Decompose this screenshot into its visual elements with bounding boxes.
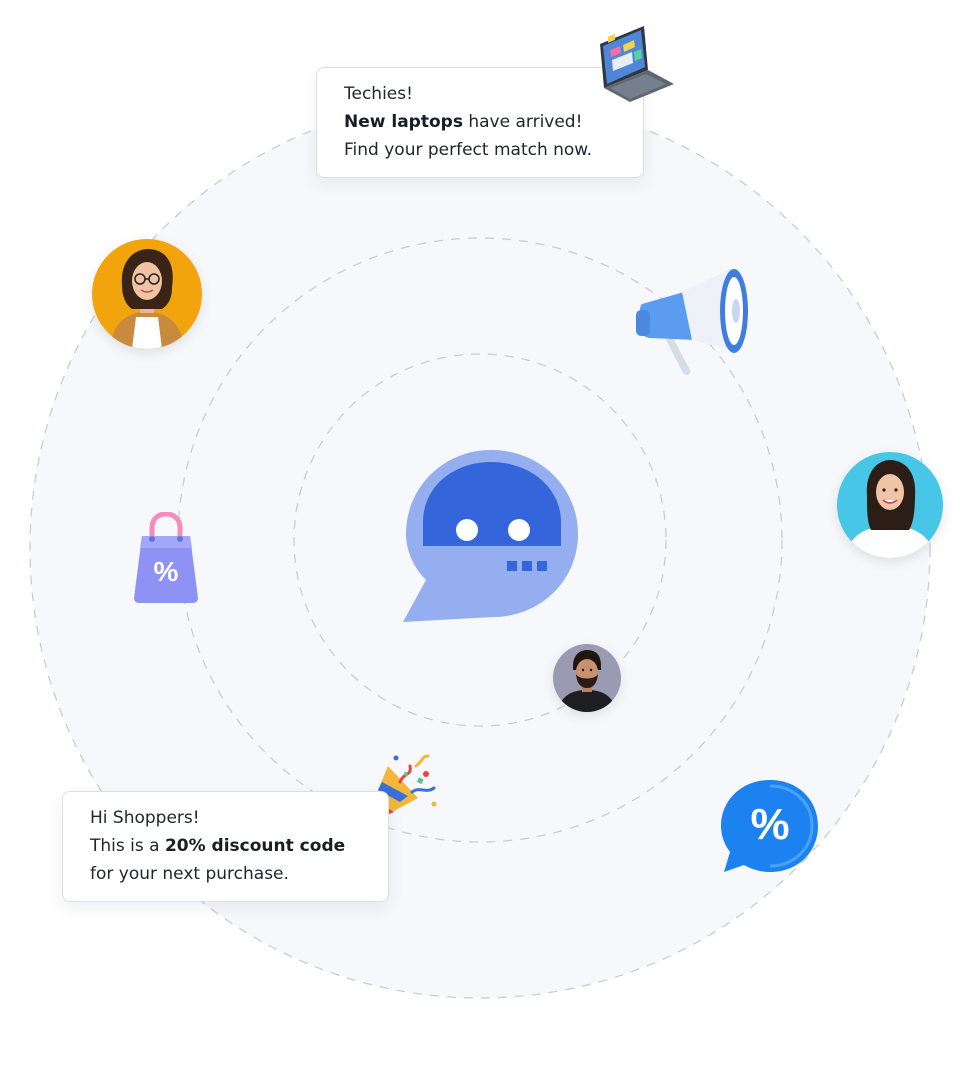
orbit-inner [293, 353, 667, 727]
card-greeting: Hi Shoppers! [90, 808, 200, 828]
avatar-woman-glasses [92, 239, 202, 349]
orbit-outer [29, 97, 931, 999]
bag-percent-symbol: % [153, 556, 179, 587]
card-highlight: New laptops [344, 112, 463, 132]
orbit-middle [177, 237, 783, 843]
card-highlight: 20% discount code [164, 836, 346, 856]
shopping-bag-discount-icon: % [132, 512, 200, 604]
card-announcement: New laptops have arrived! [344, 108, 643, 136]
card-cta: Find your perfect match now. [344, 140, 593, 160]
percent-symbol: % [750, 800, 790, 849]
avatar-woman-smiling [837, 452, 943, 558]
avatar-man-beard [553, 644, 621, 712]
card-offer-prefix: This is a [90, 836, 165, 856]
discount-code-message-card: Hi Shoppers! This is a 20% discount code… [62, 791, 389, 902]
card-greeting: Techies! [344, 84, 413, 104]
chatbot-bubble-icon [403, 450, 578, 622]
megaphone-icon [636, 269, 748, 375]
card-offer: This is a 20% discount code [90, 832, 388, 860]
percent-chat-bubble-icon: % [718, 778, 820, 876]
new-laptops-message-card: Techies! New laptops have arrived! Find … [316, 67, 644, 178]
card-offer-rest: for your next purchase. [90, 864, 289, 884]
card-announcement-rest: have arrived! [462, 112, 583, 132]
laptop-icon [600, 26, 674, 102]
